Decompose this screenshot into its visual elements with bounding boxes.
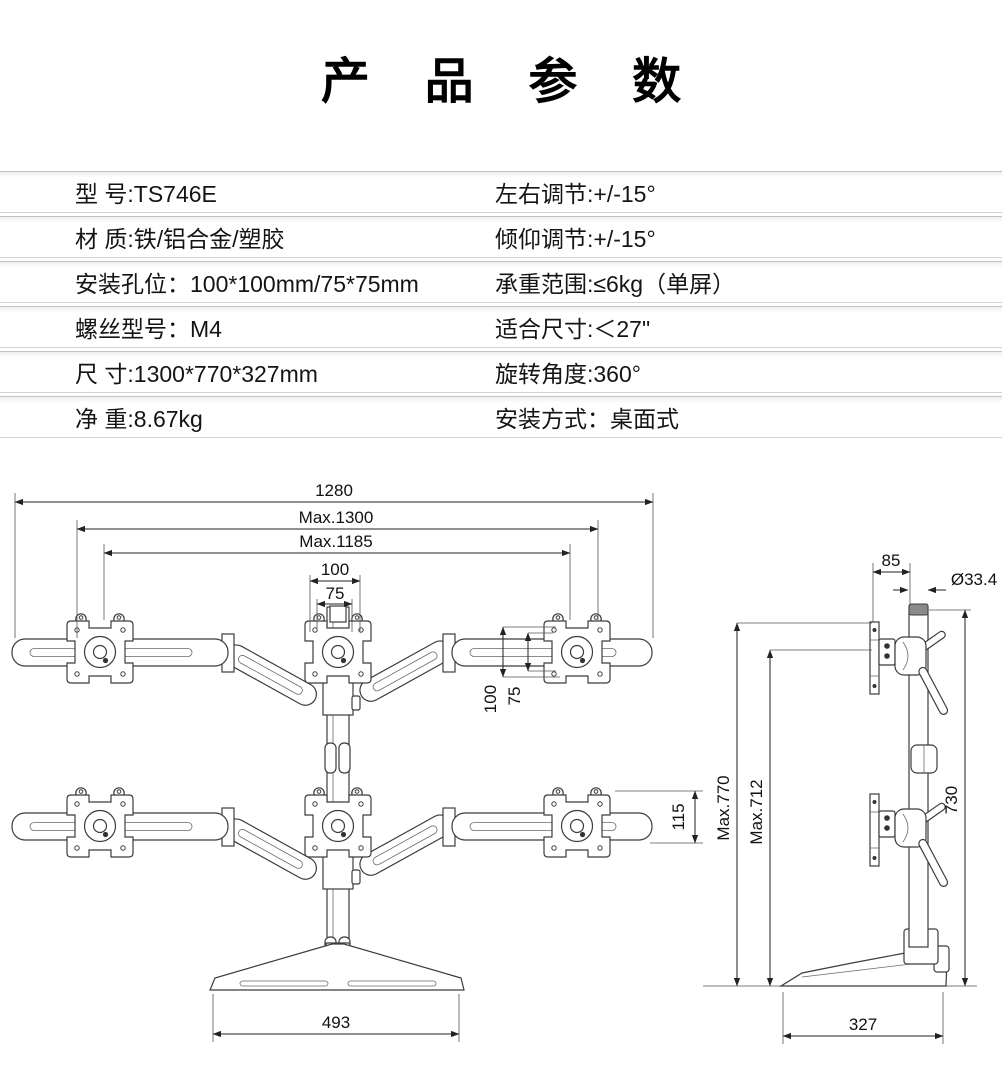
spec-screw: 螺丝型号：M4 — [75, 316, 222, 342]
table-row: 尺 寸:1300*770*327mm 旋转角度:360° — [0, 351, 1002, 393]
base-front — [209, 942, 465, 991]
spec-mount-type: 安装方式：桌面式 — [495, 406, 679, 432]
dim-width-1280: 1280 — [315, 481, 353, 500]
dim-vesa-100-v: 100 — [481, 685, 500, 713]
dim-width-max1300: Max.1300 — [299, 508, 374, 527]
spec-swivel: 左右调节:+/-15° — [495, 181, 656, 207]
spec-weight: 净 重:8.67kg — [75, 406, 203, 432]
spec-table: 型 号:TS746E 左右调节:+/-15° 材 质:铁/铝合金/塑胶 倾仰调节… — [0, 171, 1002, 441]
spec-model: 型 号:TS746E — [75, 181, 217, 207]
spec-rotation: 旋转角度:360° — [495, 361, 641, 387]
table-row: 材 质:铁/铝合金/塑胶 倾仰调节:+/-15° — [0, 216, 1002, 258]
technical-drawing: 1280 Max.1300 Max.1185 100 75 100 — [11, 481, 997, 1044]
dim-pole-diameter: Ø33.4 — [951, 570, 997, 589]
table-row: 型 号:TS746E 左右调节:+/-15° — [0, 171, 1002, 213]
spec-load: 承重范围:≤6kg（单屏） — [495, 271, 736, 297]
center-hub-bottom — [322, 846, 354, 890]
dim-pole-730: 730 — [942, 786, 961, 814]
vesa-plate — [543, 613, 611, 684]
vesa-plate — [66, 787, 134, 858]
dim-height-max770: Max.770 — [714, 775, 733, 840]
table-row: 净 重:8.67kg 安装方式：桌面式 — [0, 396, 1002, 438]
center-hub-top — [322, 672, 354, 716]
dim-base-493: 493 — [322, 1013, 350, 1032]
dim-base-327: 327 — [849, 1015, 877, 1034]
spec-dimensions: 尺 寸:1300*770*327mm — [75, 361, 318, 387]
dim-height-max712: Max.712 — [747, 779, 766, 844]
spec-vesa: 安装孔位：100*100mm/75*75mm — [75, 271, 419, 297]
dim-vesa-100-h: 100 — [321, 560, 349, 579]
dim-vesa-75-h: 75 — [326, 584, 345, 603]
dim-width-max1185: Max.1185 — [299, 532, 372, 551]
dim-offset-85: 85 — [882, 551, 901, 570]
page-title: 产 品 参 数 — [320, 55, 702, 109]
front-view-drawing: 1280 Max.1300 Max.1185 100 75 100 — [11, 481, 703, 1042]
side-view-drawing: 85 Ø33.4 Max.770 Max.712 730 327 — [703, 551, 997, 1044]
dim-vesa-75-v: 75 — [505, 687, 524, 706]
table-row: 螺丝型号：M4 适合尺寸:＜27" — [0, 306, 1002, 348]
spec-screen-size: 适合尺寸:＜27" — [495, 316, 651, 342]
dim-arm-115: 115 — [669, 803, 688, 830]
pole-top-cap — [908, 603, 929, 616]
spec-material: 材 质:铁/铝合金/塑胶 — [75, 226, 285, 252]
vesa-plate — [543, 787, 611, 858]
spec-tilt: 倾仰调节:+/-15° — [495, 226, 656, 252]
table-row: 安装孔位：100*100mm/75*75mm 承重范围:≤6kg（单屏） — [0, 261, 1002, 303]
pole-top-tab — [329, 605, 347, 623]
